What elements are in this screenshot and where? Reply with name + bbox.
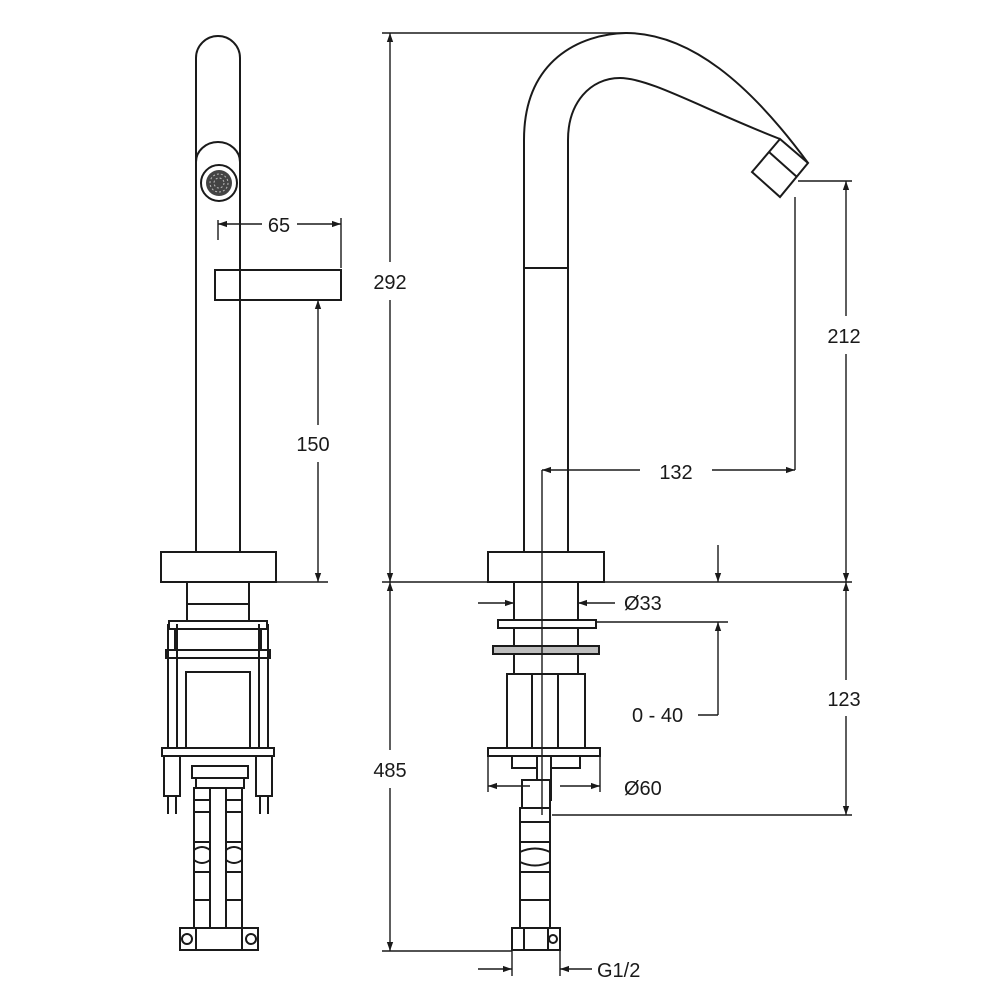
dimension-150-label: 150 <box>296 434 329 456</box>
dimension-thread-label: G1/2 <box>597 960 640 982</box>
side-shank <box>186 581 250 623</box>
dimension-dia-60: Ø60 <box>487 756 662 800</box>
dimension-65: 65 <box>217 215 342 268</box>
dimension-dia-33: Ø33 <box>478 593 662 615</box>
dimension-65-label: 65 <box>268 215 290 237</box>
front-flexible-hose <box>511 755 561 951</box>
dimension-292: 292 <box>373 32 628 582</box>
front-spout-inner <box>567 76 781 552</box>
front-fixing-plate <box>487 747 601 757</box>
dimension-dia-33-label: Ø33 <box>624 593 662 615</box>
front-base-rosette <box>487 551 605 583</box>
front-clamp-body <box>506 673 586 749</box>
dimension-485: 485 <box>373 582 512 952</box>
dimension-123: 123 <box>552 582 861 816</box>
dimension-132-label: 132 <box>659 462 692 484</box>
dimension-0-40-label: 0 - 40 <box>632 705 683 727</box>
dimension-292-label: 292 <box>373 272 406 294</box>
side-mounting-bracket <box>161 620 275 814</box>
dimension-dia-60-label: Ø60 <box>624 778 662 800</box>
side-lever-handle <box>214 269 342 301</box>
front-view: 292 485 212 132 Ø33 <box>373 31 861 982</box>
dimension-123-label: 123 <box>827 689 860 711</box>
dimension-0-40: 0 - 40 <box>596 545 728 727</box>
dimension-150: 150 <box>276 300 330 583</box>
dimension-212: 212 <box>798 180 861 582</box>
side-aerator-cap <box>195 141 241 163</box>
front-clamp-washer <box>492 645 600 655</box>
dimension-thread: G1/2 <box>478 950 640 982</box>
front-spout-nozzle <box>750 137 810 199</box>
side-flexible-hoses <box>179 765 259 951</box>
dimension-485-label: 485 <box>373 760 406 782</box>
dimension-212-label: 212 <box>827 326 860 348</box>
side-base-rosette <box>160 551 277 583</box>
side-view: 65 150 <box>160 35 342 951</box>
side-spout-body <box>195 35 241 552</box>
front-shank <box>513 581 579 623</box>
dimension-132: 132 <box>542 197 796 484</box>
